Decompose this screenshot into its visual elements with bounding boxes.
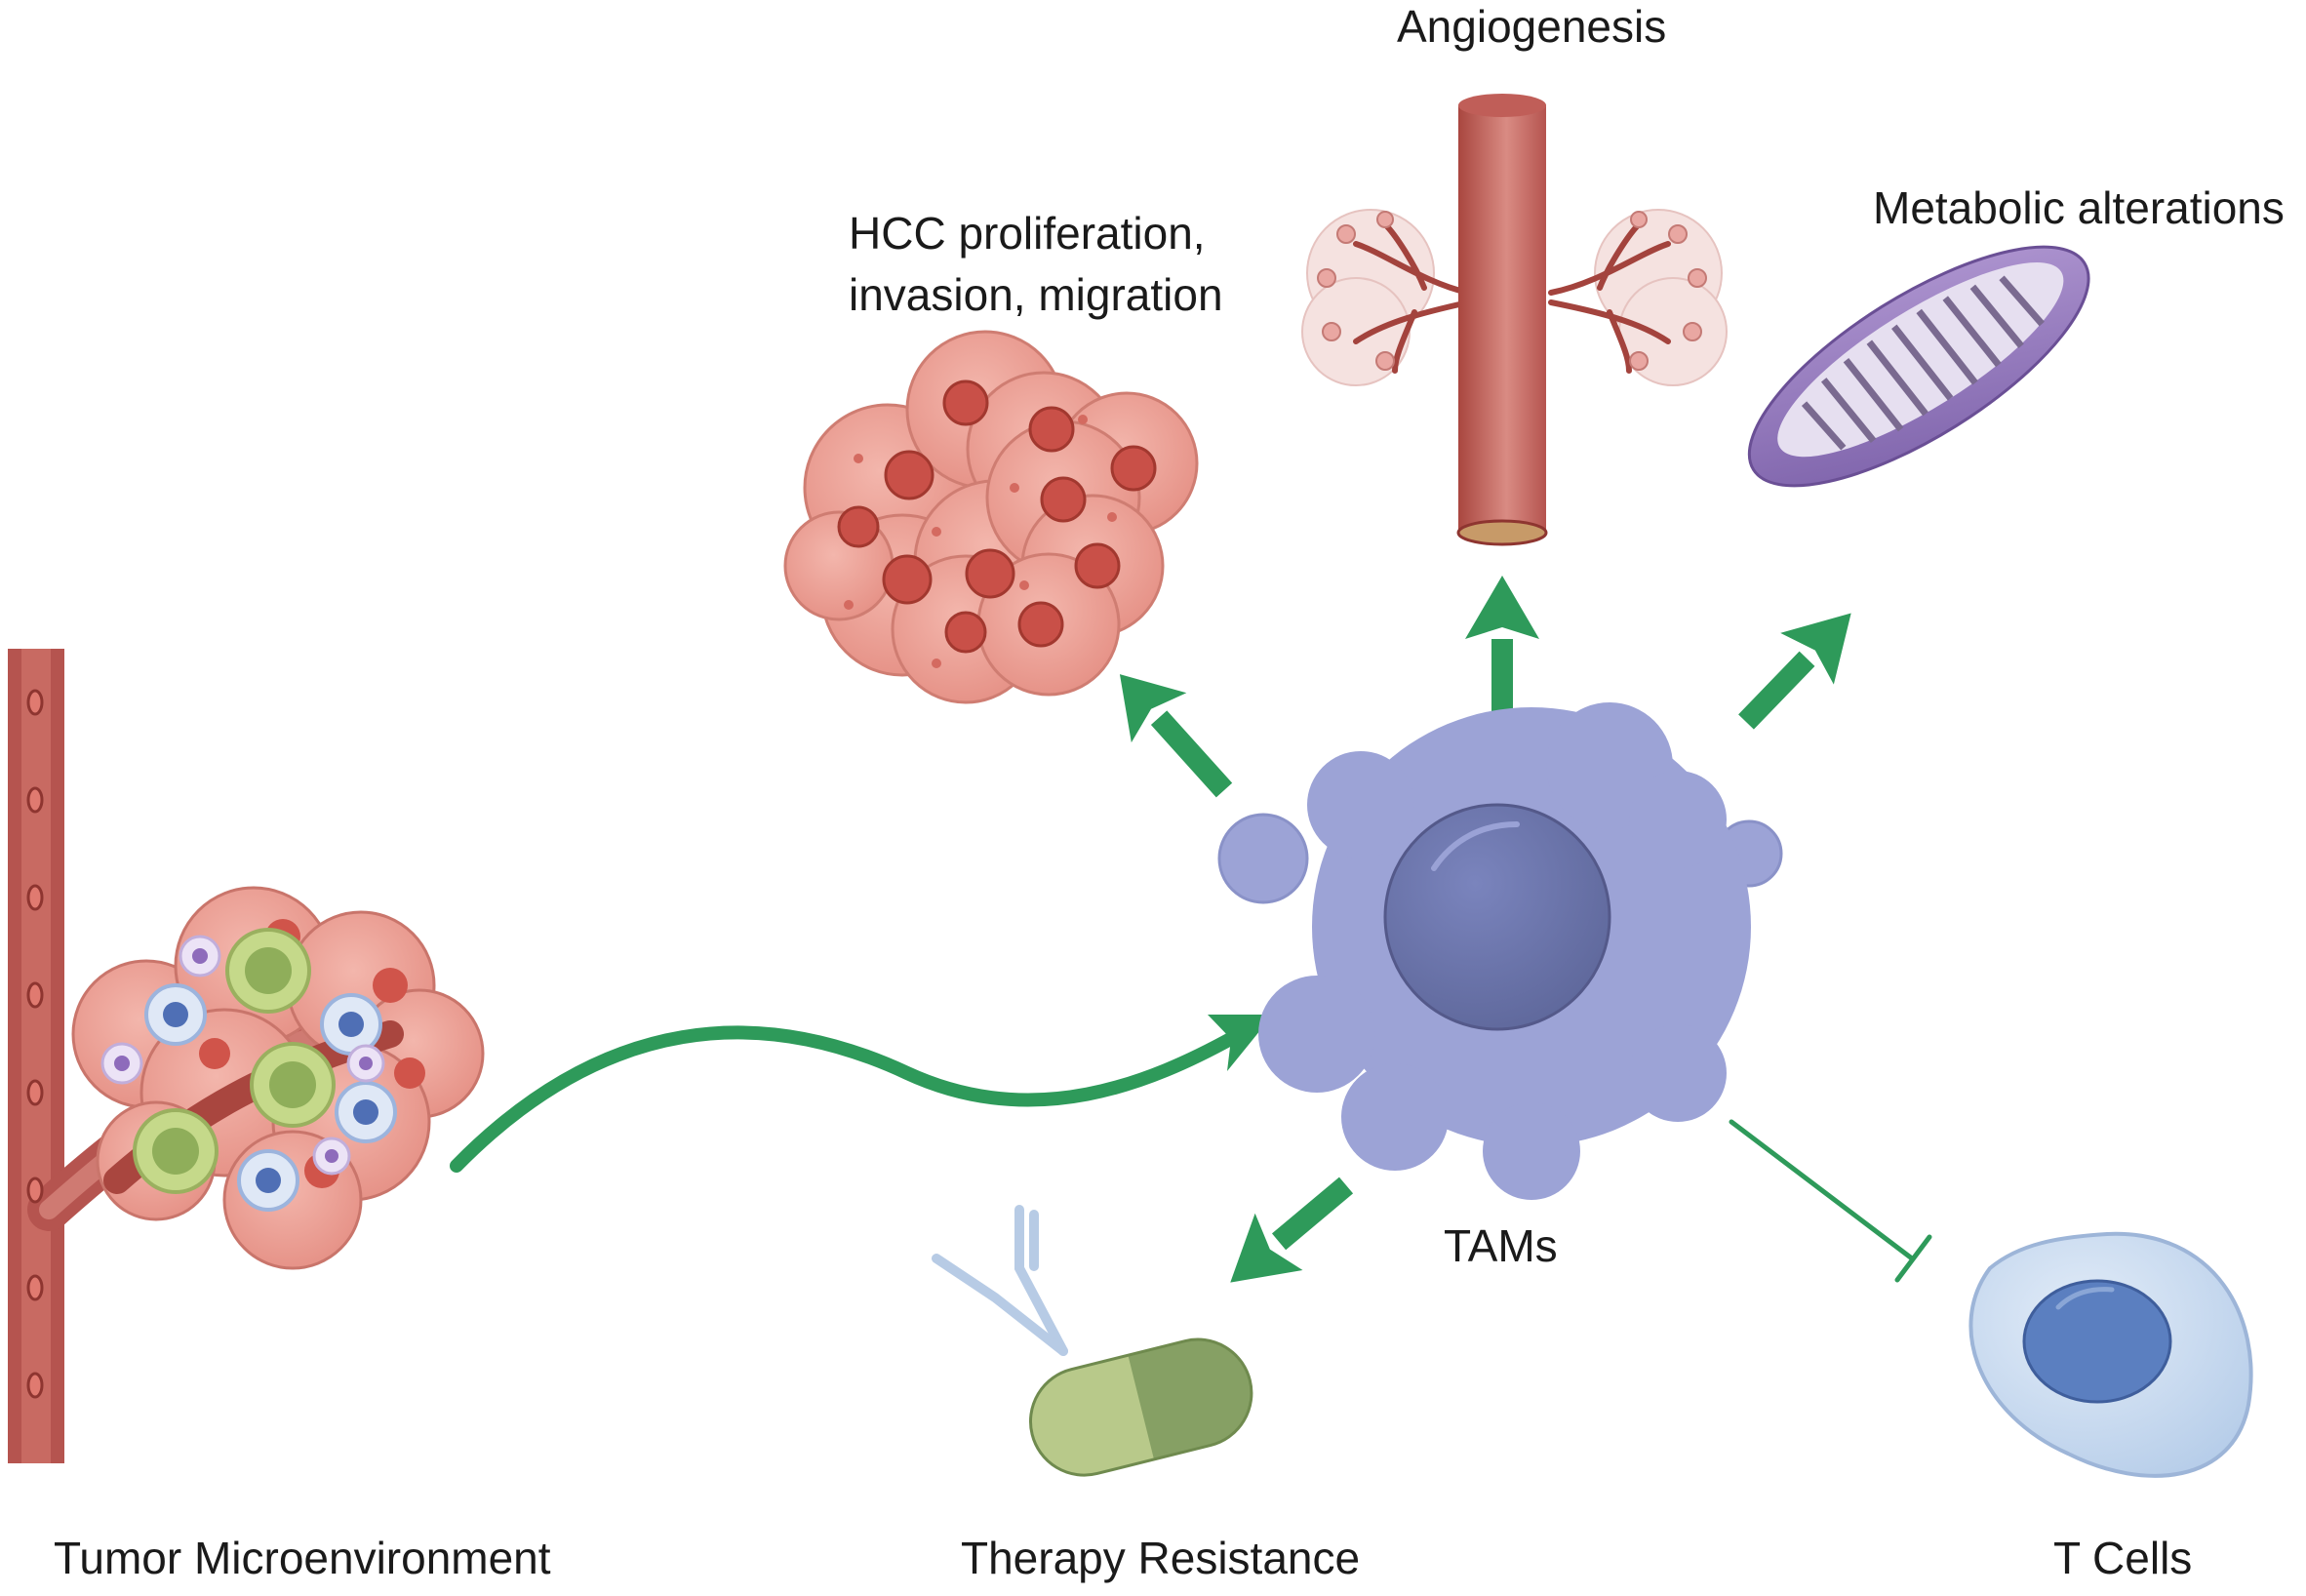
label-therapy-resistance: Therapy Resistance [961,1533,1361,1583]
antibody-icon [932,1205,1068,1356]
label-tumor-microenvironment: Tumor Microenvironment [54,1533,551,1583]
arrow-to-therapy [1230,1177,1354,1283]
label-tams: TAMs [1444,1220,1558,1271]
angiogenesis-vessel [1458,105,1546,533]
label-t-cells: T Cells [2053,1533,2193,1583]
red-blood-cells [26,689,44,1399]
label-metabolic-alterations: Metabolic alterations [1873,182,2285,233]
tam-macrophage [1217,702,1783,1200]
green-cells [133,928,336,1194]
arrow-to-angiogenesis [1465,576,1539,727]
angiogenesis-illustration [1301,94,1728,546]
t-cell [1968,1231,2253,1478]
capsule-icon [1028,1337,1253,1477]
label-hcc-line2: invasion, migration [849,269,1223,320]
inhibition-to-tcells [1729,1119,1932,1283]
mitochondrion-illustration [1747,245,2090,488]
arrow-to-metabolic [1738,613,1851,730]
label-angiogenesis: Angiogenesis [1397,1,1667,52]
activation-arrows [1119,576,1851,1283]
hcc-tumor-cells [783,330,1199,704]
arrow-to-hcc [1119,674,1233,798]
label-hcc-line1: HCC proliferation, [849,208,1206,259]
tme-to-tams-arrow [450,1015,1273,1173]
tumor-microenvironment-illustration [8,649,485,1463]
